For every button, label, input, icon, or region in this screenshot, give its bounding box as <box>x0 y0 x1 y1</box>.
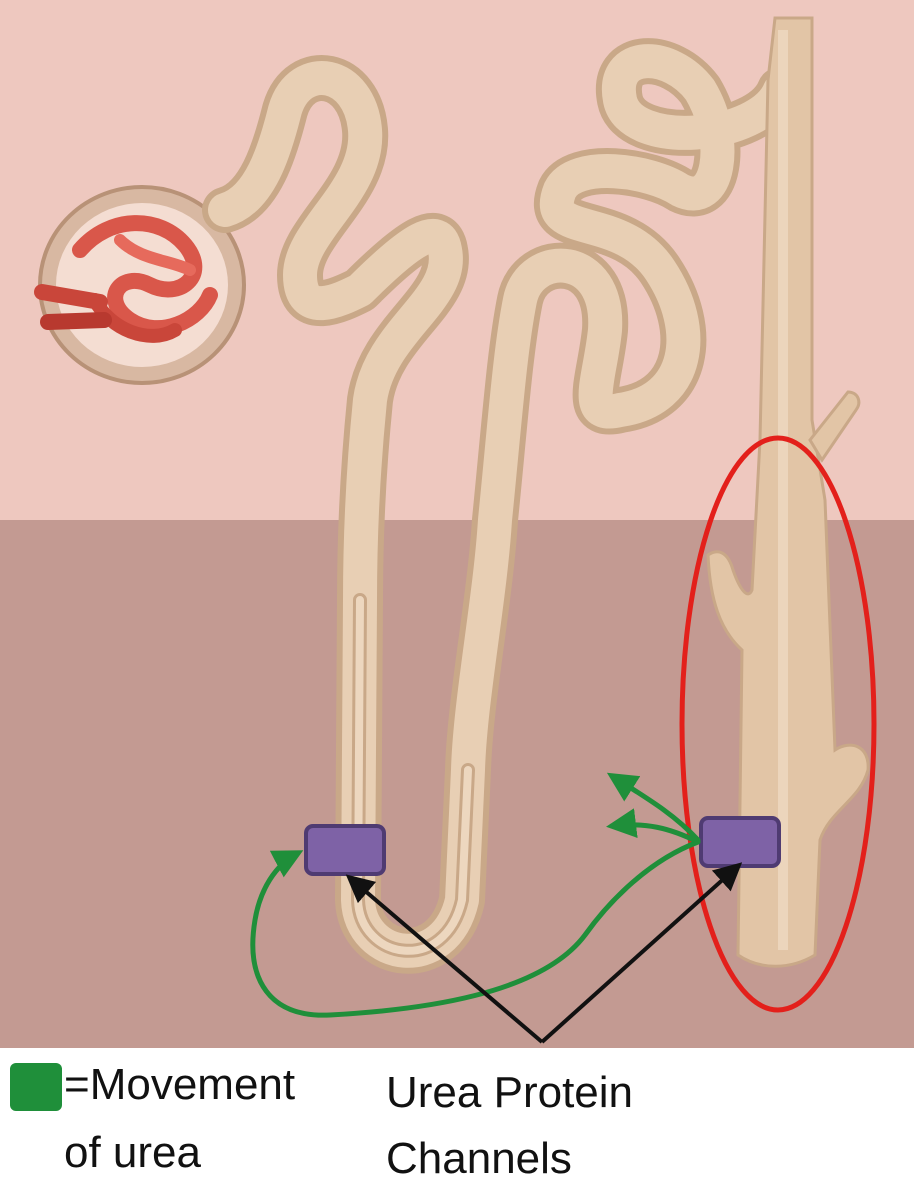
legend-line-1: =Movement <box>64 1060 296 1109</box>
nephron-tubule <box>202 38 803 974</box>
urea-channel-loop <box>304 824 386 876</box>
glomerulus <box>34 185 246 385</box>
collecting-duct-highlight <box>679 435 877 1013</box>
channel-label-line-1: Urea Protein <box>386 1068 634 1117</box>
urea-legend-swatch <box>10 1063 62 1111</box>
channel-label-line-2: Channels <box>386 1134 572 1183</box>
urea-movement-arrows <box>250 772 701 1018</box>
legend-line-2: of urea <box>64 1128 201 1177</box>
collecting-duct <box>706 16 870 968</box>
channel-pointer-arrows <box>345 862 743 1044</box>
urea-channel-duct <box>699 816 781 868</box>
